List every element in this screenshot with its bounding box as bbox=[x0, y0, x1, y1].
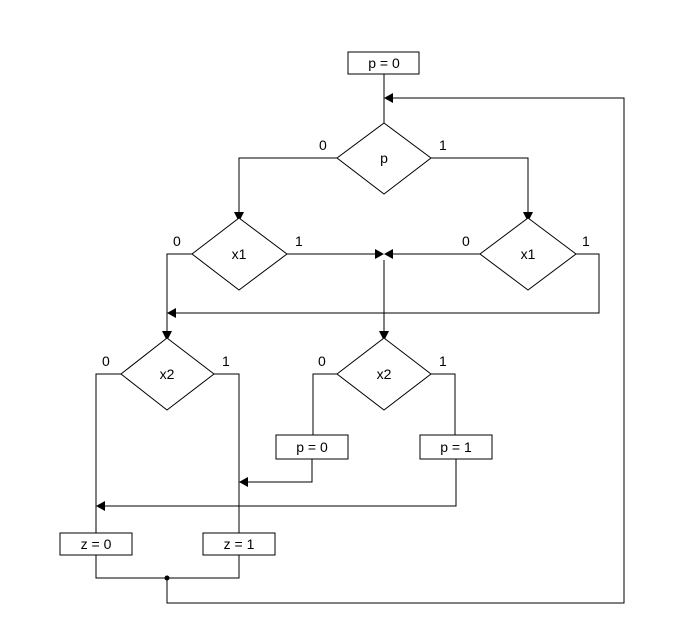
block-set-p0-label: p = 0 bbox=[296, 439, 328, 455]
edge-x1right-true bbox=[173, 253, 600, 314]
branch-x1-left-false: 0 bbox=[173, 233, 181, 249]
arrowhead-into-x1-left bbox=[234, 212, 244, 222]
edge-x1left-false bbox=[166, 253, 192, 335]
block-out-z0-label: z = 0 bbox=[81, 536, 112, 552]
edge-x2left-false bbox=[95, 373, 121, 535]
block-set-p1-label: p = 1 bbox=[440, 439, 472, 455]
arrowhead-into-x1-right bbox=[523, 212, 533, 222]
decision-p: p bbox=[336, 122, 432, 195]
decision-x1-right: x1 bbox=[479, 217, 577, 291]
arrowhead-into-x2-left bbox=[162, 331, 172, 341]
connectors bbox=[95, 74, 625, 604]
edge-loop-back bbox=[166, 97, 625, 604]
decision-x2-left: x2 bbox=[120, 337, 215, 411]
arrowhead-into-x2-left-bypass bbox=[167, 308, 176, 318]
arrowhead-into-loop bbox=[384, 93, 393, 103]
branch-p-false: 0 bbox=[319, 137, 327, 153]
edge-outputs-join bbox=[95, 555, 240, 579]
edge-x2right-false bbox=[312, 373, 337, 435]
arrowhead-merge-from-left bbox=[375, 249, 384, 259]
edge-p-false bbox=[238, 157, 337, 216]
branch-p-true: 1 bbox=[439, 137, 447, 153]
edge-p1-to-z0 bbox=[102, 459, 457, 507]
decision-x1-right-label: x1 bbox=[521, 246, 536, 262]
block-out-z0: z = 0 bbox=[59, 532, 133, 556]
decision-x1-left-label: x1 bbox=[232, 246, 247, 262]
decision-p-label: p bbox=[380, 150, 388, 166]
decision-x2-left-label: x2 bbox=[160, 366, 175, 382]
arrowheads bbox=[96, 93, 533, 511]
branch-x2-right-false: 0 bbox=[318, 353, 326, 369]
edge-p-true bbox=[431, 157, 529, 216]
arrowhead-into-z1-path bbox=[239, 477, 248, 487]
junction-dot bbox=[164, 575, 170, 581]
decision-x1-left: x1 bbox=[191, 217, 288, 291]
block-init-label: p = 0 bbox=[368, 55, 400, 71]
branch-x1-right-true: 1 bbox=[582, 233, 590, 249]
block-init: p = 0 bbox=[347, 51, 420, 75]
block-set-p1: p = 1 bbox=[419, 434, 493, 460]
branch-x2-right-true: 1 bbox=[439, 353, 447, 369]
block-out-z1: z = 1 bbox=[202, 532, 276, 556]
decision-x2-right-label: x2 bbox=[377, 366, 392, 382]
block-set-p0: p = 0 bbox=[275, 434, 349, 460]
branch-x1-right-false: 0 bbox=[462, 233, 470, 249]
arrowhead-into-x2-right bbox=[379, 331, 389, 341]
branch-x2-left-true: 1 bbox=[222, 353, 230, 369]
block-out-z1-label: z = 1 bbox=[224, 536, 255, 552]
branch-labels: 0 1 0 1 0 1 0 1 0 1 bbox=[102, 137, 590, 369]
branch-x1-left-true: 1 bbox=[295, 233, 303, 249]
edge-p0-to-z1 bbox=[245, 459, 313, 483]
edge-x2right-true bbox=[431, 373, 456, 435]
branch-x2-left-false: 0 bbox=[102, 353, 110, 369]
arrowhead-merge-from-right bbox=[384, 249, 393, 259]
decision-x2-right: x2 bbox=[336, 337, 432, 411]
arrowhead-into-z0-path bbox=[96, 501, 105, 511]
edge-x2left-true bbox=[214, 373, 240, 533]
